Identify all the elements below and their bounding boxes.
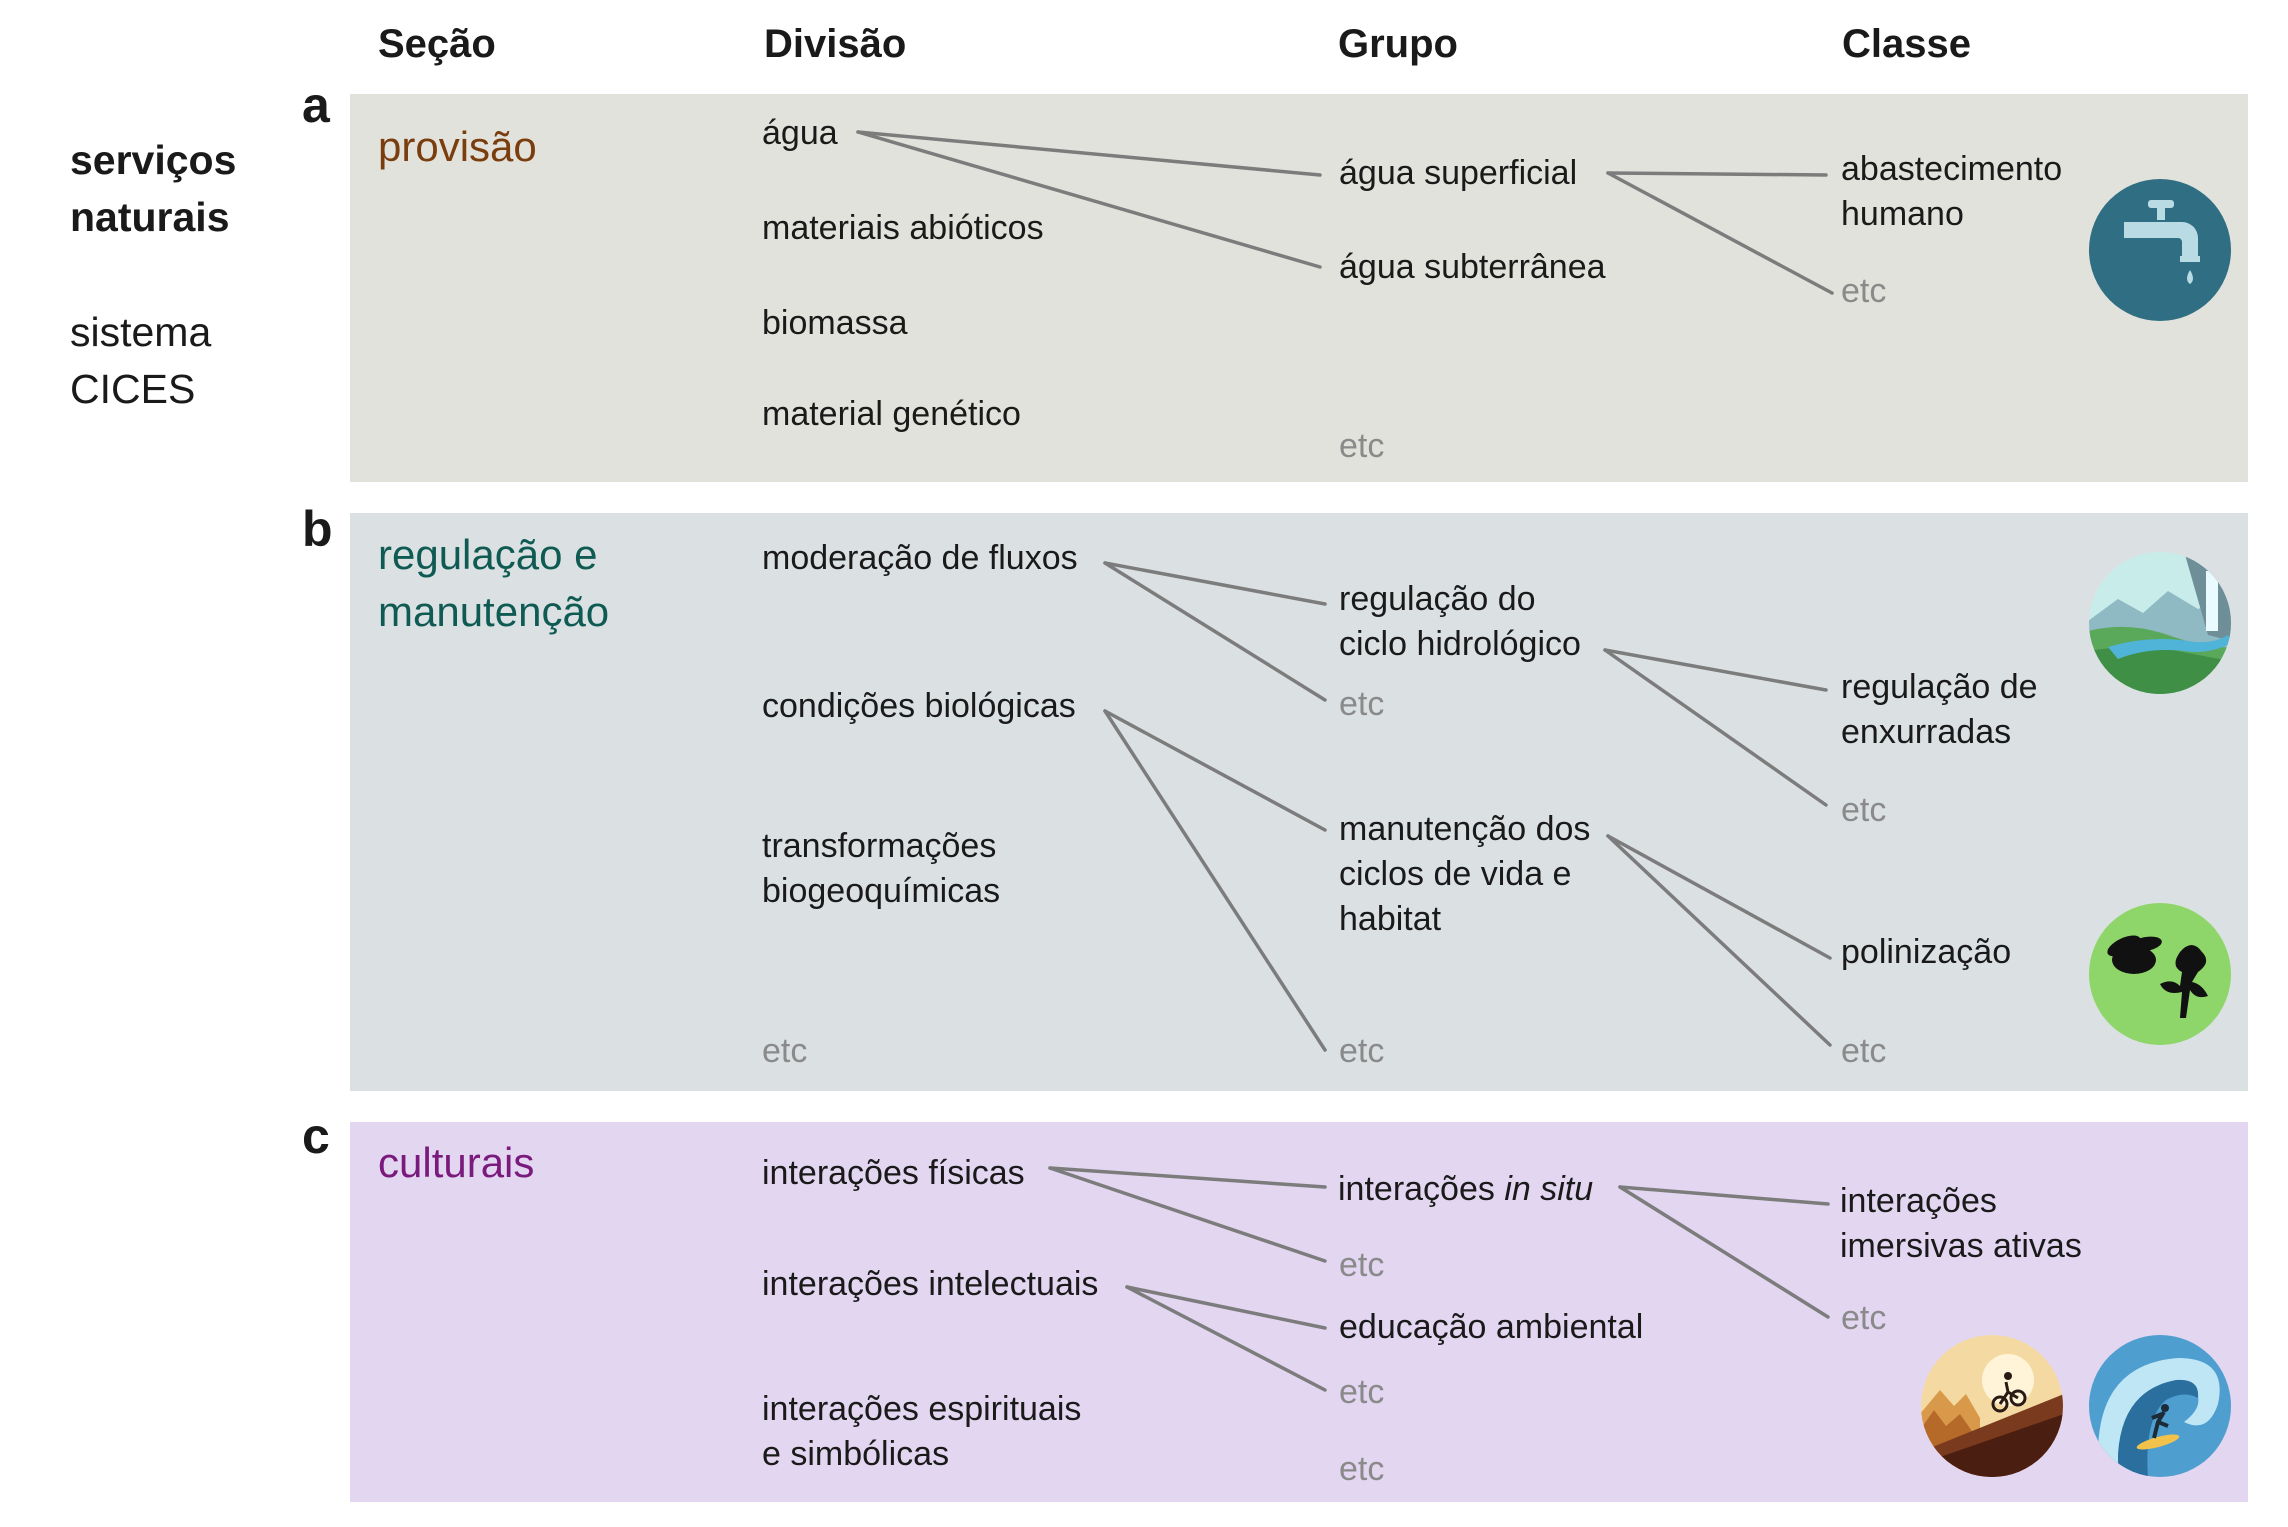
group-insitu-italic: in situ — [1504, 1170, 1594, 1208]
division-agua: água — [762, 114, 838, 152]
class-abastecimento: abastecimento — [1841, 150, 2063, 188]
surfer-wave-icon — [2089, 1335, 2231, 1477]
bee-flower-icon — [2089, 903, 2231, 1045]
section-provisao: provisão — [378, 123, 537, 170]
group-ciclos-de-vida: ciclos de vida e — [1339, 855, 1572, 893]
group-c-etc-2: etc — [1339, 1373, 1385, 1411]
header-grupo: Grupo — [1338, 22, 1458, 66]
division-biomassa: biomassa — [762, 304, 908, 342]
group-interacoes-in-situ: interações in situ — [1338, 1166, 1593, 1212]
line-agua-superficial — [856, 130, 1322, 177]
line-fisicas-insitu — [1048, 1166, 1327, 1189]
group-agua-superficial: água superficial — [1339, 154, 1578, 192]
division-etc: etc — [762, 1032, 808, 1070]
line-moderacao-regulacao — [1103, 561, 1327, 606]
line-manutencao-etc — [1606, 834, 1832, 1047]
header-secao: Seção — [378, 22, 496, 66]
division-materiais-abioticos: materiais abióticos — [762, 209, 1044, 247]
group-b-etc-2: etc — [1339, 1032, 1385, 1070]
group-ciclo-hidrologico: ciclo hidrológico — [1339, 625, 1581, 663]
panel-letter-b: b — [302, 501, 333, 557]
class-c-etc: etc — [1841, 1299, 1887, 1337]
group-manutencao-dos: manutenção dos — [1339, 810, 1591, 848]
title-servicos: serviços — [70, 137, 237, 183]
division-interacoes-fisicas: interações físicas — [762, 1154, 1025, 1192]
class-enxurradas: enxurradas — [1841, 713, 2012, 751]
water-tap-icon — [2089, 179, 2231, 321]
division-interacoes-espirituais: interações espirituais — [762, 1390, 1082, 1428]
section-regulacao-line1: regulação e — [378, 531, 598, 578]
group-insitu-prefix: interações — [1338, 1170, 1505, 1208]
line-manutencao-polinizacao — [1606, 834, 1832, 960]
class-b-etc-1: etc — [1841, 791, 1887, 829]
division-interacoes-intelectuais: interações intelectuais — [762, 1265, 1099, 1303]
division-condicoes-biologicas: condições biológicas — [762, 687, 1076, 725]
group-educacao-ambiental: educação ambiental — [1339, 1308, 1644, 1346]
line-superficial-etc — [1606, 171, 1834, 295]
group-agua-subterranea: água subterrânea — [1339, 248, 1606, 286]
system-name: CICES — [70, 366, 196, 412]
panel-letter-c: c — [302, 1108, 330, 1164]
group-regulacao-do: regulação do — [1339, 580, 1536, 618]
division-material-genetico: material genético — [762, 395, 1021, 433]
class-humano: humano — [1841, 195, 1964, 233]
river-landscape-icon — [2089, 552, 2231, 694]
section-regulacao-line2: manutenção — [378, 588, 610, 635]
line-insitu-etc — [1618, 1185, 1830, 1319]
class-interacoes: interações — [1840, 1182, 1997, 1220]
division-biogeoquimicas: biogeoquímicas — [762, 872, 1001, 910]
line-moderacao-etc — [1103, 561, 1327, 702]
title-naturais: naturais — [70, 194, 230, 240]
division-simbolicas: e simbólicas — [762, 1435, 950, 1473]
line-intelectuais-educacao — [1125, 1285, 1327, 1330]
group-c-etc-1: etc — [1339, 1246, 1385, 1284]
section-culturais: culturais — [378, 1139, 535, 1186]
class-etc: etc — [1841, 272, 1887, 310]
system-label: sistema — [70, 309, 212, 355]
group-habitat: habitat — [1339, 900, 1442, 938]
panel-b-regulacao — [350, 513, 2248, 1091]
division-transformacoes: transformações — [762, 827, 997, 865]
panel-letter-a: a — [302, 77, 330, 133]
group-c-etc-3: etc — [1339, 1450, 1385, 1488]
line-condicoes-etc — [1103, 709, 1327, 1052]
line-agua-subterranea — [856, 130, 1322, 269]
line-insitu-imersivas — [1618, 1185, 1830, 1206]
class-regulacao-de: regulação de — [1841, 668, 2038, 706]
line-ciclo-etc — [1603, 648, 1828, 807]
division-moderacao-fluxos: moderação de fluxos — [762, 539, 1078, 577]
class-imersivas-ativas: imersivas ativas — [1840, 1227, 2082, 1265]
group-etc: etc — [1339, 427, 1385, 465]
header-classe: Classe — [1842, 22, 1971, 66]
line-ciclo-enxurradas — [1603, 648, 1828, 692]
class-b-etc-2: etc — [1841, 1032, 1887, 1070]
header-divisao: Divisão — [764, 22, 907, 66]
line-fisicas-etc — [1048, 1166, 1327, 1263]
line-condicoes-manutencao — [1103, 709, 1327, 832]
panel-a-provisao — [350, 94, 2248, 482]
line-intelectuais-etc — [1125, 1285, 1327, 1392]
mountain-biker-icon — [1921, 1335, 2063, 1477]
line-superficial-abastecimento — [1606, 171, 1828, 177]
class-polinizacao: polinização — [1841, 933, 2012, 971]
group-b-etc-1: etc — [1339, 685, 1385, 723]
